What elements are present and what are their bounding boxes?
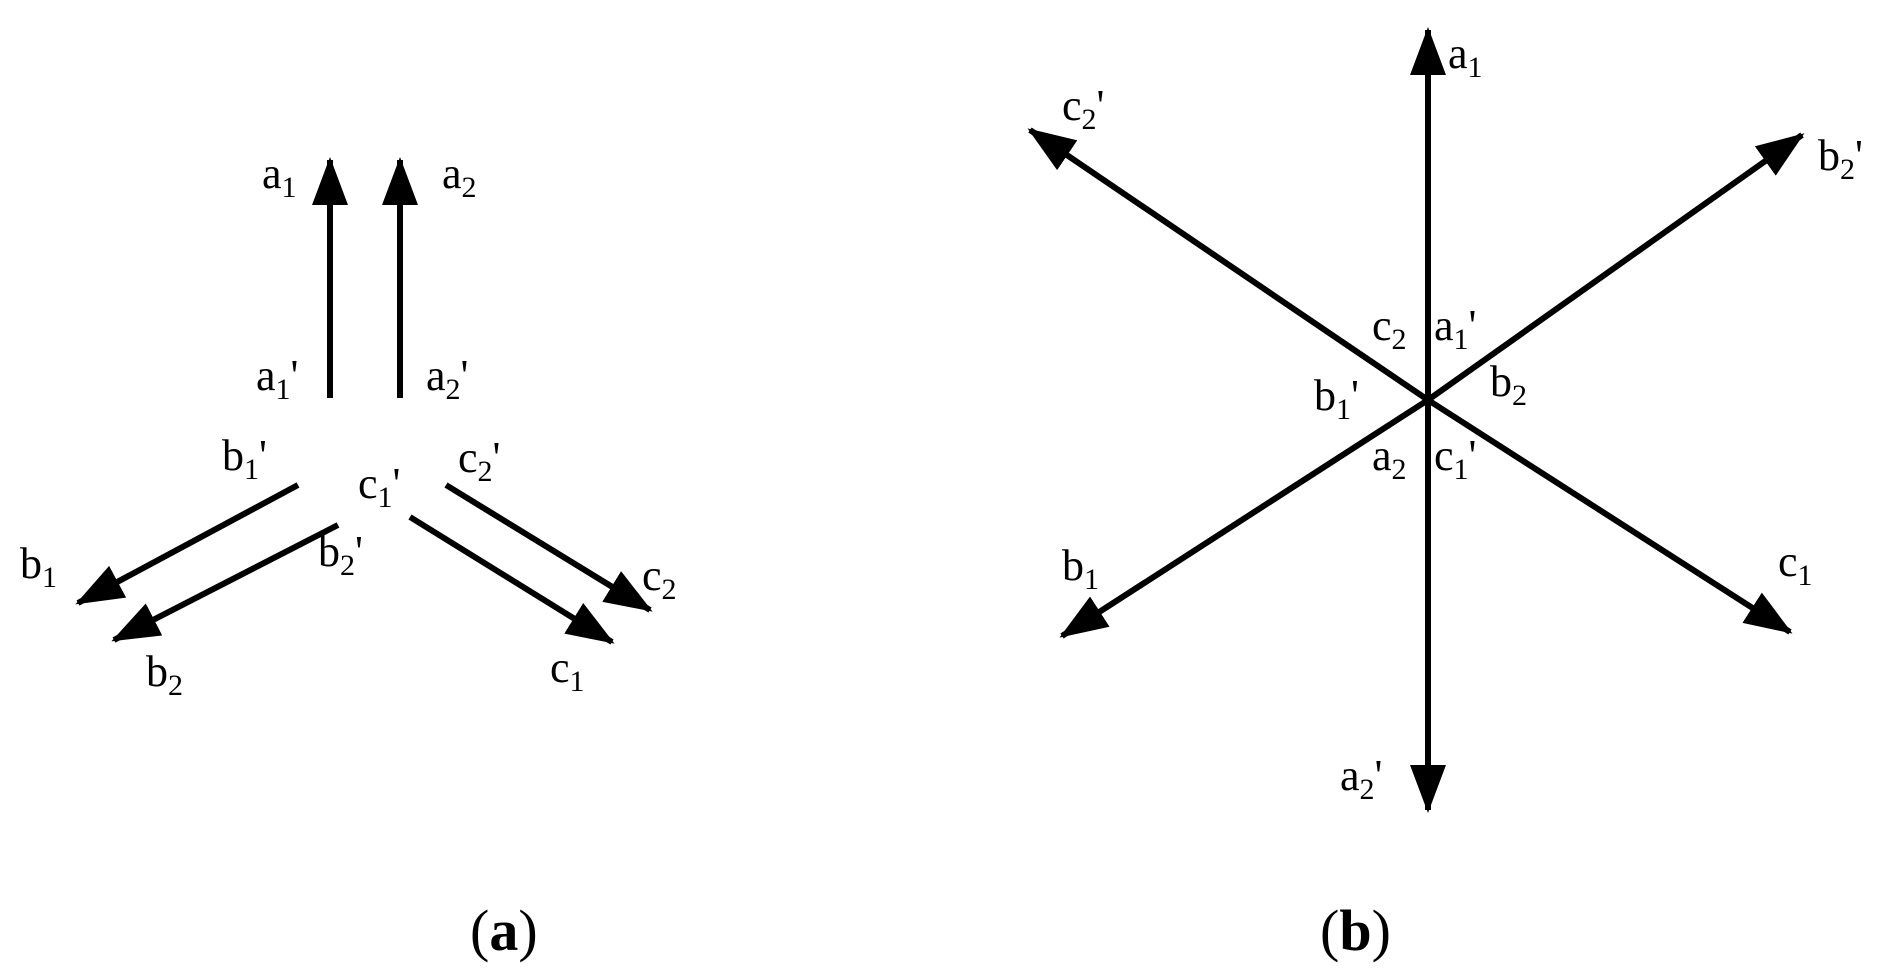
- panel-b-arrow-c2-prime: [1027, 127, 1430, 403]
- panel-b-caption: (b): [1320, 898, 1391, 963]
- panel-a-arrow-c2: [444, 482, 653, 613]
- panel-a-label-b2: b2: [146, 647, 183, 702]
- panel-a-label-a2: a2: [442, 149, 477, 204]
- panel-b-label-a2: a2: [1372, 431, 1407, 486]
- panel-b-arrow-b1: [1059, 397, 1430, 639]
- panel-a-label-a2-prime: a2': [426, 351, 468, 406]
- panel-a-label-b1: b1: [20, 539, 57, 594]
- panel-a-label-c2-prime: c2': [458, 433, 500, 488]
- panel-a-label-b2-prime: b2': [318, 527, 363, 582]
- panel-a-label-a1-prime: a1': [256, 351, 298, 406]
- panel-b-arrow-c1: [1426, 397, 1793, 635]
- panel-a-caption: (a): [470, 898, 538, 963]
- panel-b-label-a1-prime: a1': [1434, 301, 1476, 356]
- panel-b: a1 c2' b2' c2 a1' b1' b2 a2 c1' b1 c1: [1027, 27, 1863, 963]
- panel-a-arrow-c1: [408, 514, 615, 645]
- panel-b-label-c1-prime: c1': [1434, 431, 1476, 486]
- panel-b-label-a1: a1: [1448, 29, 1483, 84]
- panel-b-label-a2-prime: a2': [1340, 751, 1382, 806]
- panel-b-label-b1-prime: b1': [1314, 371, 1359, 426]
- panel-a-label-a1: a1: [262, 149, 297, 204]
- panel-b-label-c1: c1: [1778, 537, 1813, 592]
- panel-a-arrow-b2: [111, 522, 340, 643]
- panel-b-label-b2: b2: [1490, 357, 1527, 412]
- panel-a-label-c1-prime: c1': [358, 459, 400, 514]
- panel-b-label-c2: c2: [1372, 301, 1407, 356]
- panel-a: a1 a2 a1' a2' b1' c1' c2' b1 b2' c2 b2: [20, 149, 677, 963]
- panel-b-arrow-b2-prime: [1426, 132, 1805, 403]
- panel-b-label-c2-prime: c2': [1062, 81, 1104, 136]
- panel-b-label-b2-prime: b2': [1818, 131, 1863, 186]
- panel-a-arrow-b1: [75, 482, 300, 606]
- panel-b-label-b1: b1: [1062, 541, 1099, 596]
- panel-a-label-c1: c1: [550, 643, 585, 698]
- panel-a-label-c2: c2: [642, 551, 677, 606]
- panel-a-label-b1-prime: b1': [222, 431, 267, 486]
